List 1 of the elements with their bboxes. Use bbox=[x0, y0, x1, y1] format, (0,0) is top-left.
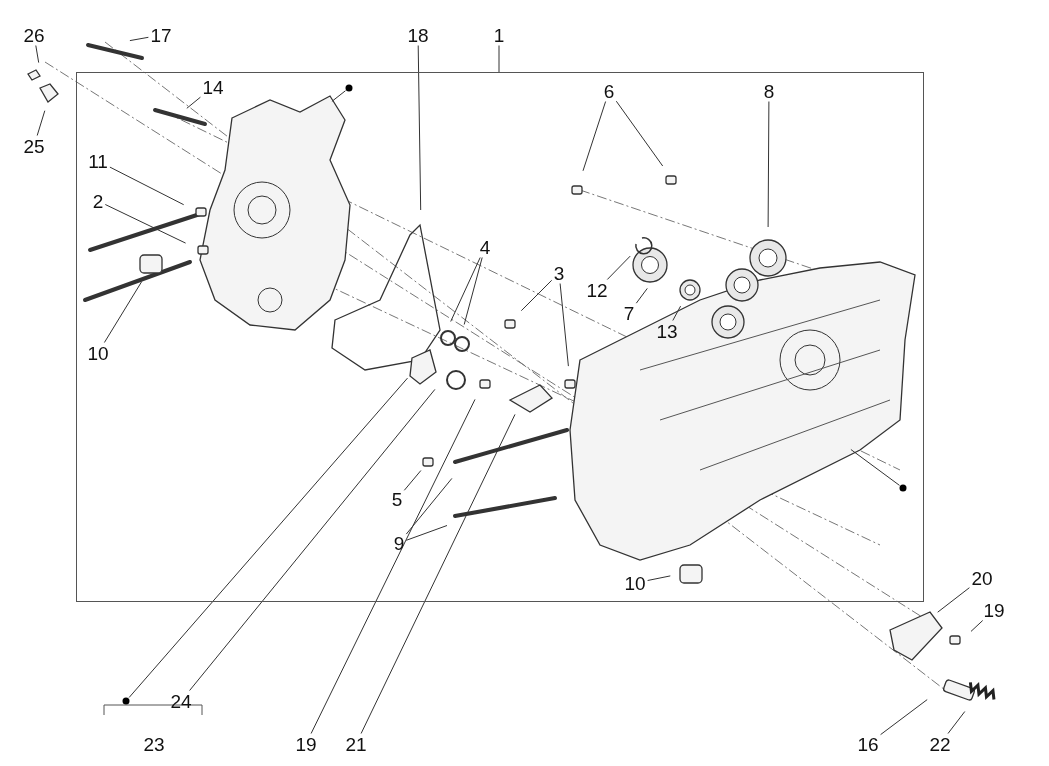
callout-number: 23 bbox=[142, 733, 166, 755]
